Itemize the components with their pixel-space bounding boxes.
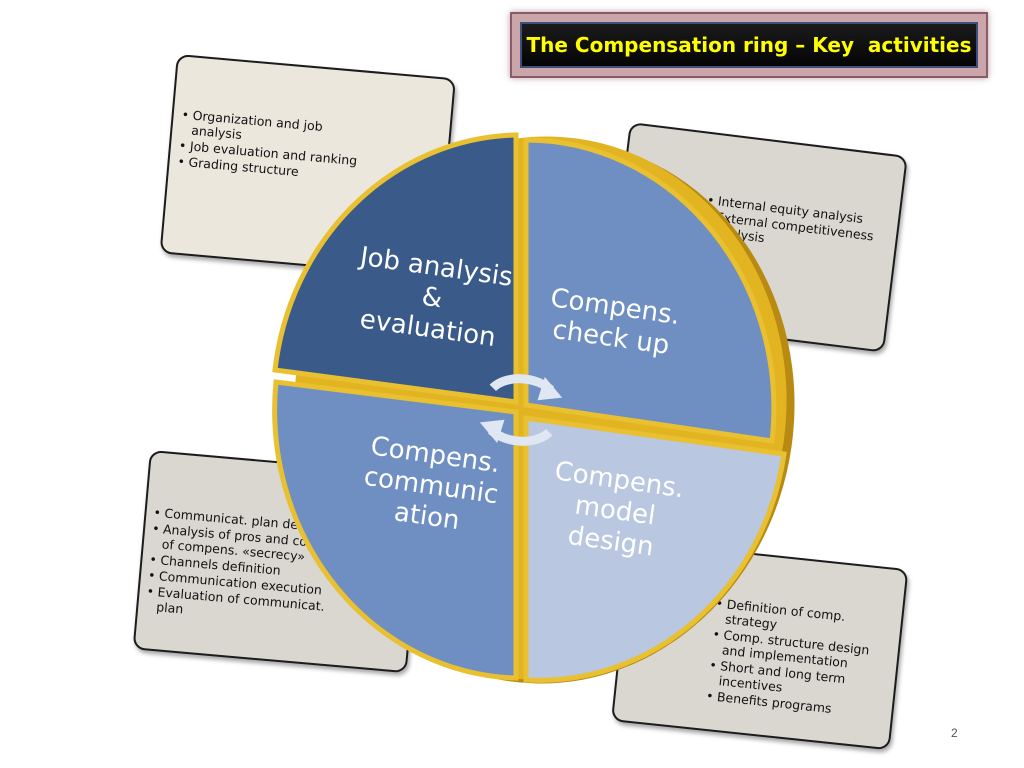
title-banner: The Compensation ring – Key activities (520, 22, 978, 68)
cycle-arrows-icon (479, 374, 563, 446)
quadrant-model-design (523, 415, 787, 683)
page-number: 2 (951, 726, 958, 740)
quadrant-communication (272, 379, 519, 681)
slide-title: The Compensation ring – Key activities (526, 33, 972, 57)
quadrant-check-up (523, 137, 777, 444)
q4-line: Compens. model design (552, 456, 686, 563)
quadrant-job-analysis (272, 132, 519, 405)
title-box: The Compensation ring – Key activities (510, 12, 988, 78)
q3-line: Compens. communic ation (361, 431, 502, 537)
